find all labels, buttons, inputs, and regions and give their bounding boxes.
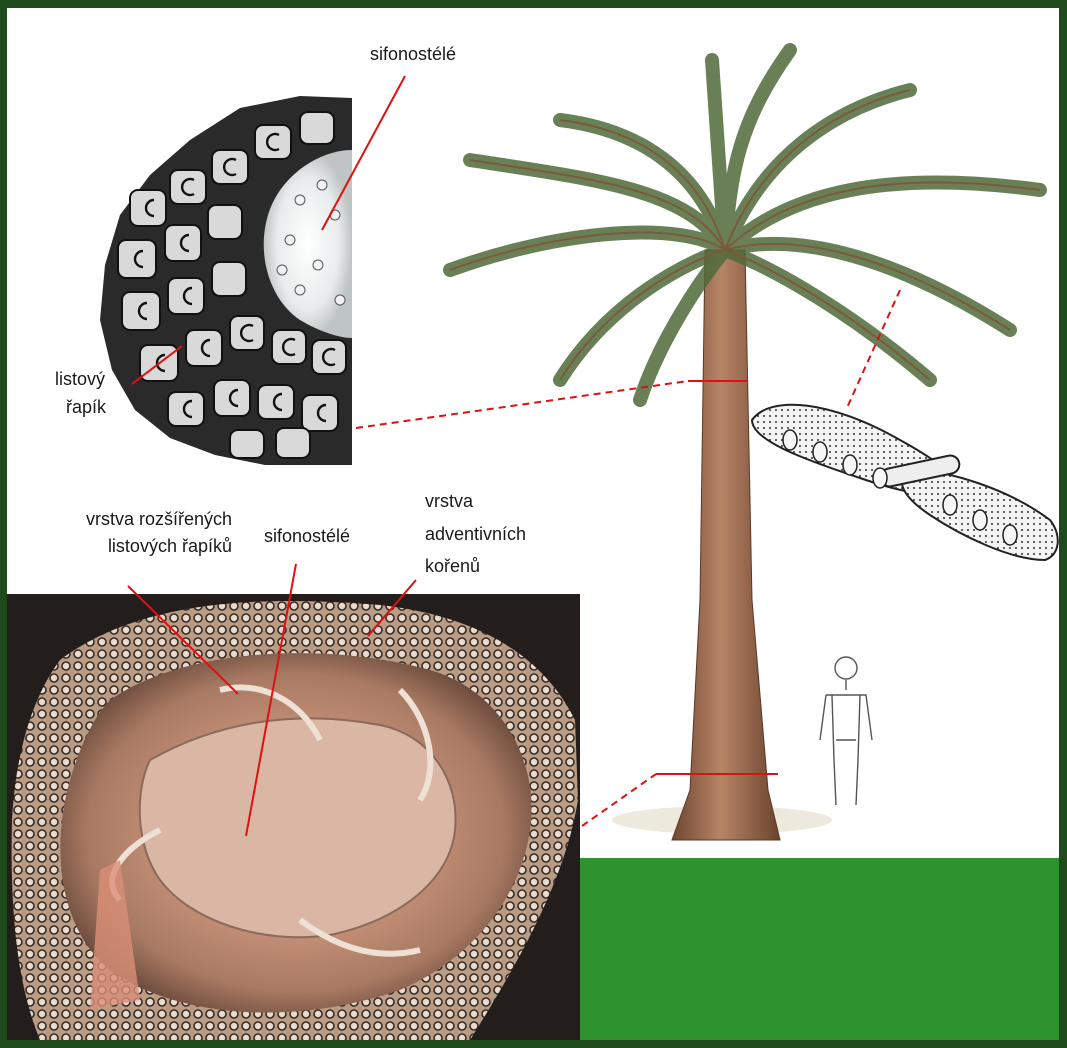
label-sifonostele-top: sifonostélé <box>370 44 456 64</box>
label-vrstva-adventivnich-line3: kořenů <box>425 556 480 576</box>
label-vrstva-rozsirenych-line1: vrstva rozšířených <box>86 509 232 529</box>
tree-trunk <box>672 250 780 840</box>
label-listovy-line1: listový <box>55 369 105 389</box>
polished-stem-section-photo <box>7 594 580 1040</box>
label-sifonostele-bottom: sifonostélé <box>264 526 350 546</box>
stem-cross-section-drawing <box>100 96 352 465</box>
label-vrstva-adventivnich-line1: vrstva <box>425 491 474 511</box>
human-scale-figure <box>820 657 872 805</box>
label-listovy-line2: řapík <box>66 397 107 417</box>
label-vrstva-adventivnich-line2: adventivních <box>425 524 526 544</box>
label-vrstva-rozsirenych-line2: listových řapíků <box>108 536 232 556</box>
fertile-pinnule-drawing <box>752 405 1058 560</box>
